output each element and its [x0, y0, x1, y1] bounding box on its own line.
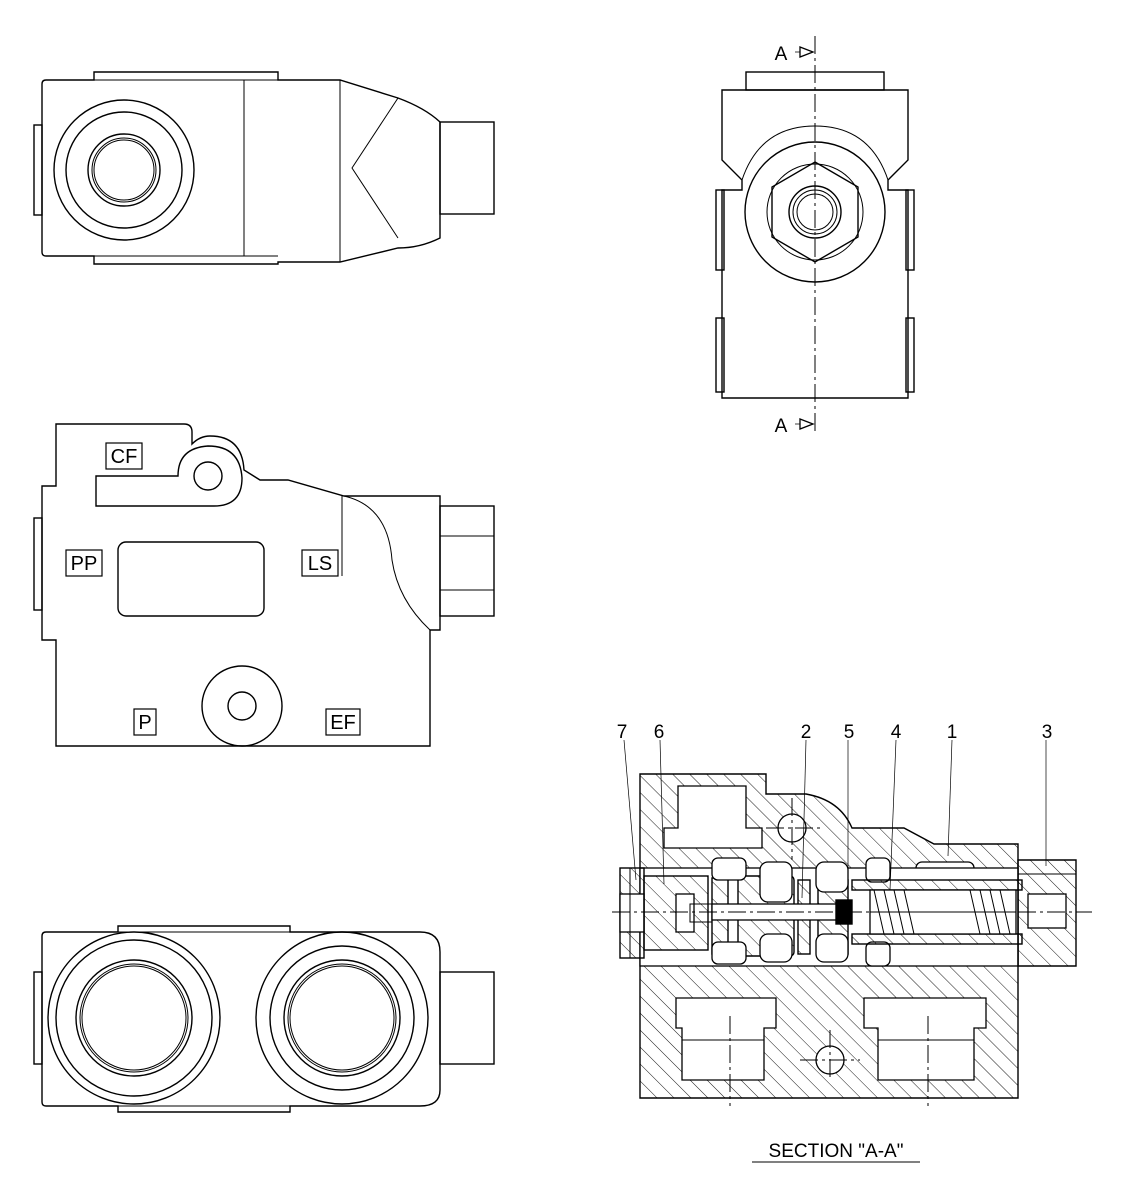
section-view-a-a: 7 6 2 5 4 1 3 SECTION "A-A"	[612, 722, 1092, 1163]
end-view-top-right: A A	[715, 36, 915, 437]
section-title: SECTION "A-A"	[769, 1141, 904, 1162]
port-label-pp: PP	[71, 553, 98, 575]
part-number-6: 6	[654, 722, 665, 743]
port-label-cf: CF	[111, 446, 138, 468]
section-marker-bottom: A	[775, 416, 788, 437]
bottom-view-left	[33, 925, 495, 1113]
front-view-middle-left: CF PP LS P EF	[33, 423, 495, 747]
part-number-5: 5	[844, 722, 855, 743]
part-number-1: 1	[947, 722, 958, 743]
side-view-top-left	[33, 71, 495, 265]
port-label-ls: LS	[308, 553, 332, 575]
part-number-4: 4	[891, 722, 902, 743]
part-number-3: 3	[1042, 722, 1053, 743]
part-number-2: 2	[801, 722, 812, 743]
part-number-7: 7	[617, 722, 628, 743]
port-label-p: P	[138, 712, 151, 734]
port-label-ef: EF	[330, 712, 356, 734]
section-marker-top: A	[775, 44, 788, 65]
